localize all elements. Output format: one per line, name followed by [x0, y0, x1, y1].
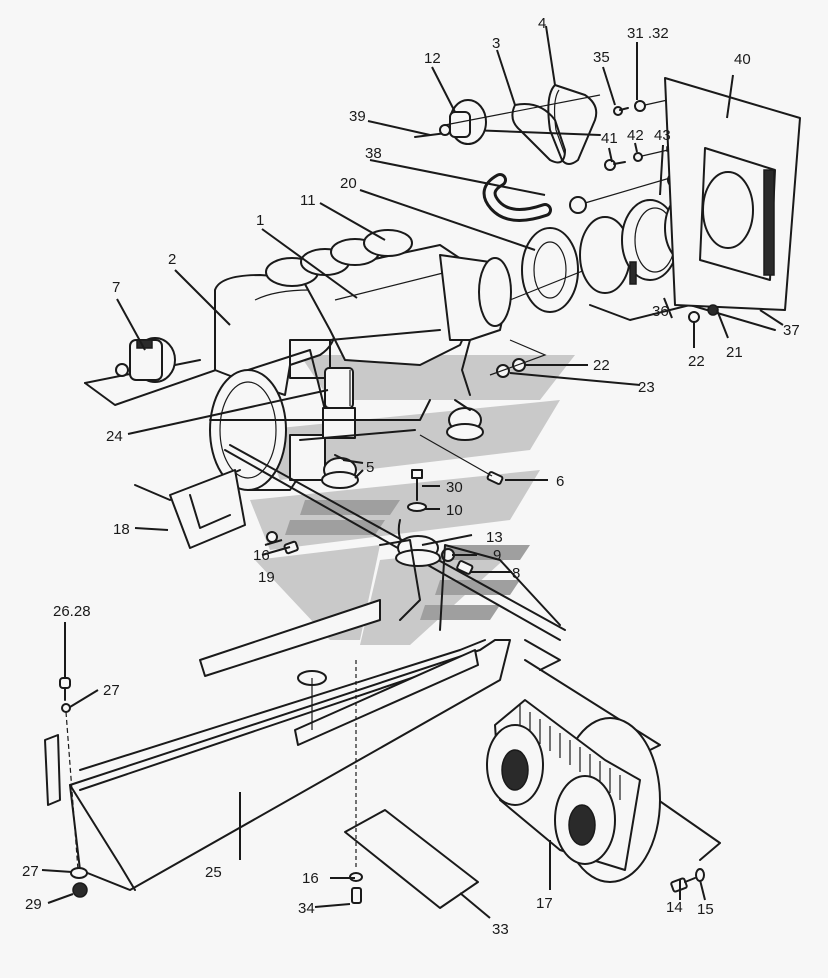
cylinder-head-caps[interactable] [265, 229, 413, 287]
oil-filter[interactable] [322, 367, 356, 439]
watermark-bar [300, 500, 400, 515]
callout-label[interactable]: 21 [726, 344, 743, 361]
gearbox-coupling[interactable] [486, 659, 721, 883]
callout-label[interactable]: 4 [538, 15, 546, 32]
v-belt-inner[interactable] [511, 103, 566, 164]
callout-label[interactable]: 37 [783, 322, 800, 339]
washer-42[interactable] [633, 149, 669, 162]
engine-mount-front[interactable] [321, 454, 359, 489]
engine-block[interactable] [299, 244, 481, 366]
callout-label[interactable]: 24 [106, 428, 123, 445]
callout-label[interactable]: 36 [652, 303, 669, 320]
washer-15[interactable] [695, 868, 705, 882]
callout-label[interactable]: 9 [493, 547, 501, 564]
bolt-19[interactable] [266, 531, 299, 555]
v-belt-outer[interactable] [547, 84, 598, 165]
cover-plate[interactable] [344, 660, 479, 909]
callout-label[interactable]: 22 [688, 353, 705, 370]
watermark-bar [420, 605, 500, 620]
radiator-panel[interactable] [664, 77, 801, 311]
bolt-14[interactable] [670, 877, 696, 893]
engine-rail[interactable] [209, 399, 566, 641]
callout-label[interactable]: 27 [22, 863, 39, 880]
callout-label[interactable]: 17 [536, 895, 553, 912]
bolt-41[interactable] [604, 159, 626, 171]
watermark-bar [435, 580, 520, 595]
pulley[interactable] [414, 94, 601, 145]
base-frame[interactable] [44, 539, 561, 891]
callout-label[interactable]: 20 [340, 175, 357, 192]
callout-label[interactable]: 23 [638, 379, 655, 396]
callout-label[interactable]: 26.28 [53, 603, 91, 620]
callout-label[interactable]: 27 [103, 682, 120, 699]
bolt-8[interactable] [456, 560, 474, 575]
callout-label[interactable]: 34 [298, 900, 315, 917]
screw-34[interactable] [351, 887, 362, 904]
callout-label[interactable]: 38 [365, 145, 382, 162]
callout-label[interactable]: 3 [492, 35, 500, 52]
callout-label[interactable]: 10 [446, 502, 463, 519]
callout-label[interactable]: 5 [366, 459, 374, 476]
bolt-30[interactable] [411, 469, 423, 501]
callout-label[interactable]: 29 [25, 896, 42, 913]
callout-label[interactable]: 14 [666, 899, 683, 916]
nut-29[interactable] [72, 882, 88, 898]
watermark-logo [250, 355, 575, 645]
callout-label[interactable]: 13 [486, 529, 503, 546]
callout-label[interactable]: 16 [302, 870, 319, 887]
washer-22-left[interactable] [489, 339, 547, 376]
callout-label[interactable]: 39 [349, 108, 366, 125]
callout-label[interactable]: 43 [654, 127, 671, 144]
intake-tube[interactable] [439, 254, 512, 396]
washer-27-top[interactable] [61, 703, 79, 871]
bell-housing[interactable] [209, 349, 331, 491]
flange-ring[interactable] [509, 199, 761, 313]
shroud-adapter[interactable] [589, 304, 776, 331]
callout-label[interactable]: 16 [253, 547, 270, 564]
washer-10[interactable] [407, 502, 427, 512]
callout-label[interactable]: 33 [492, 921, 509, 938]
callout-label[interactable]: 1 [256, 212, 264, 229]
leader-lines [41, 25, 784, 919]
callout-label[interactable]: 19 [258, 569, 275, 586]
callout-label[interactable]: 25 [205, 864, 222, 881]
callout-label[interactable]: 15 [697, 901, 714, 918]
nut-23[interactable] [496, 364, 510, 378]
hose[interactable] [482, 172, 683, 222]
watermark-bar [285, 520, 385, 535]
rubber-mount[interactable] [395, 519, 441, 567]
callout-label[interactable]: 2 [168, 251, 176, 268]
bolt-35[interactable] [613, 106, 629, 116]
callout-labels: 1 2 3 4 5 6 7 8 9 10 11 12 13 14 15 16 1… [22, 15, 800, 938]
callout-label[interactable]: 8 [512, 565, 520, 582]
callout-label[interactable]: 11 [300, 192, 316, 209]
callout-label[interactable]: 22 [593, 357, 610, 374]
callout-label[interactable]: 18 [113, 521, 130, 538]
callout-label[interactable]: 31 .32 [627, 25, 669, 42]
callout-label[interactable]: 6 [556, 473, 564, 490]
washer-27-bottom[interactable] [70, 867, 88, 879]
callout-label[interactable]: 7 [112, 279, 120, 296]
bolt-26-28[interactable] [59, 677, 71, 701]
callout-label[interactable]: 40 [734, 51, 751, 68]
callout-label[interactable]: 35 [593, 49, 610, 66]
engine-mount-rear[interactable] [446, 399, 484, 441]
washer-22-right[interactable] [688, 311, 700, 323]
callout-label[interactable]: 12 [424, 50, 441, 67]
screw-21[interactable] [707, 304, 719, 316]
callout-label[interactable]: 41 [601, 130, 618, 147]
bracket-plate[interactable] [134, 469, 246, 549]
callout-label[interactable]: 30 [446, 479, 463, 496]
sensor-plug-6[interactable] [419, 434, 504, 485]
callout-label[interactable]: 42 [627, 127, 644, 144]
